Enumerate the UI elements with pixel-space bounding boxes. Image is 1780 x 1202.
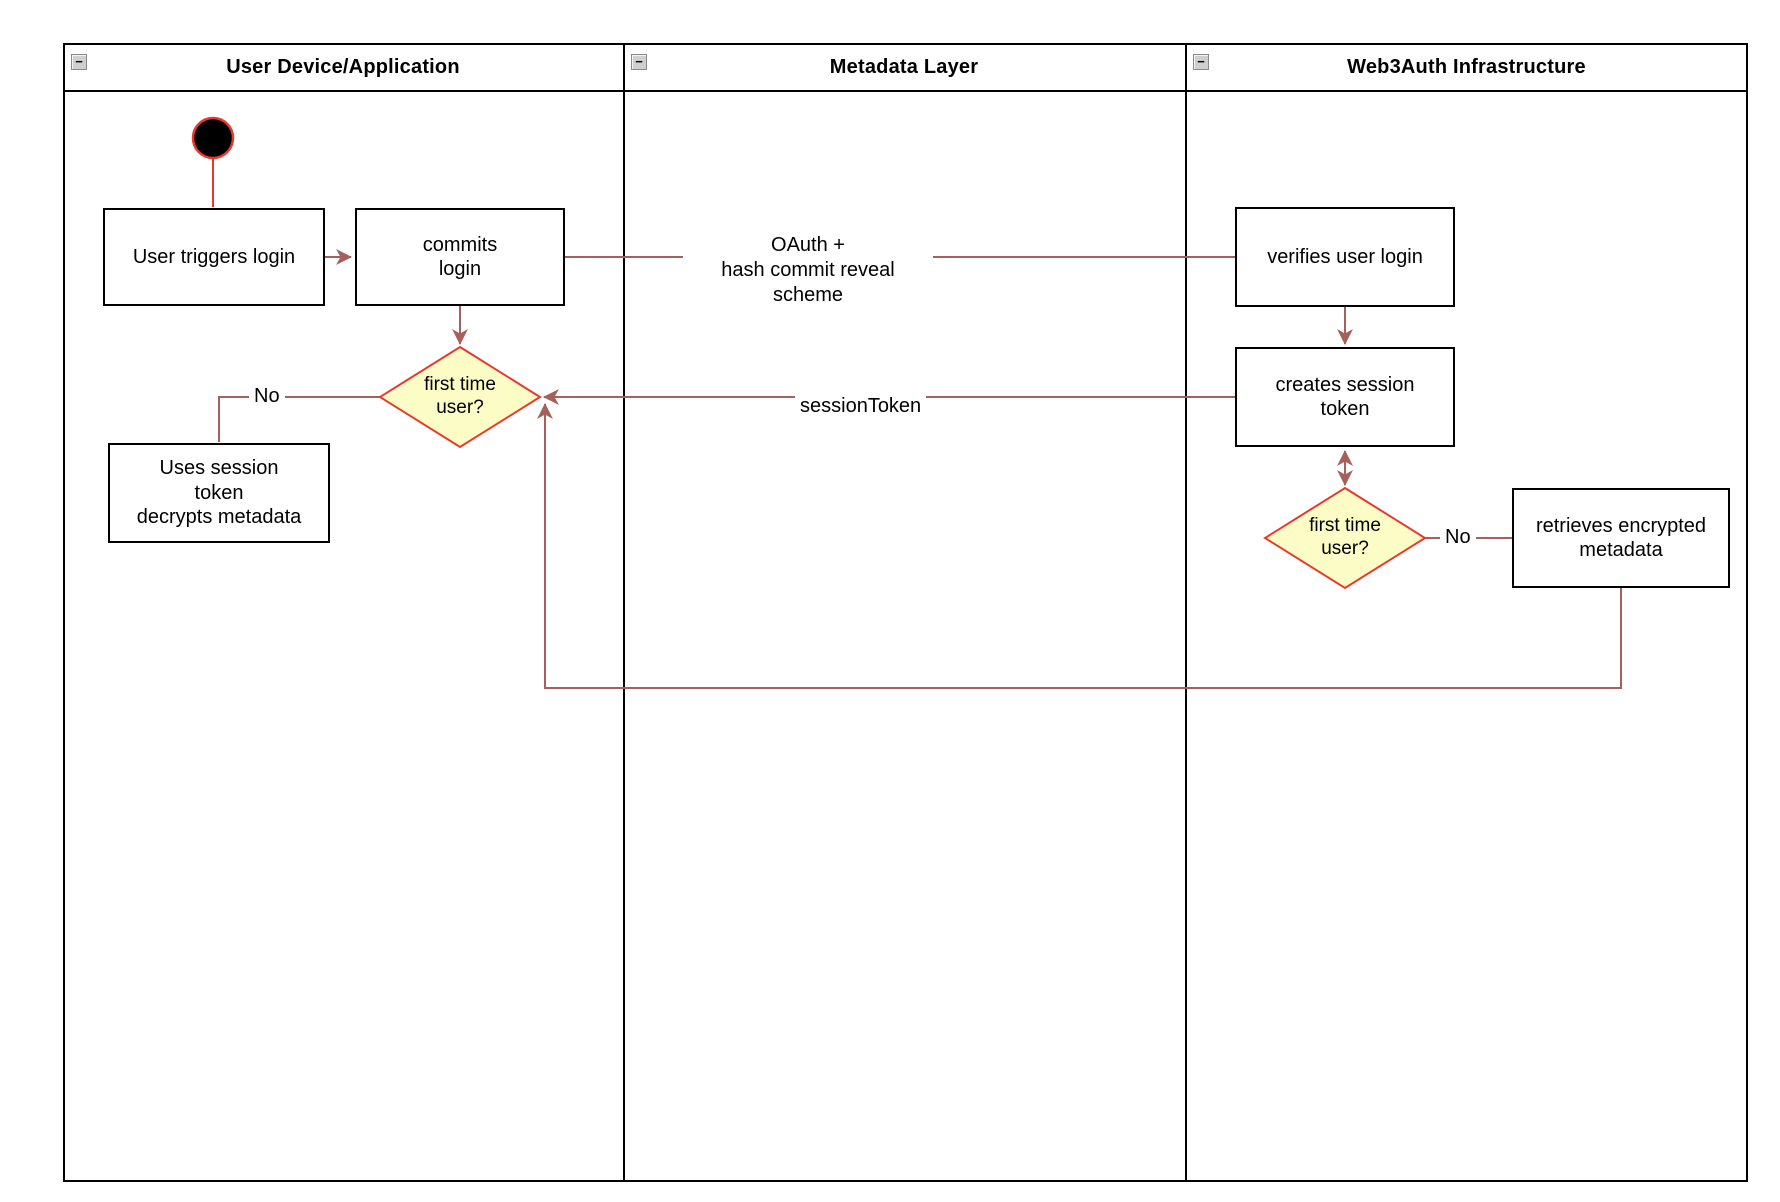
decision-first-time-user-infra[interactable]	[1263, 486, 1427, 590]
collapse-icon[interactable]: −	[71, 54, 87, 70]
action-label: verifies user login	[1267, 245, 1423, 268]
collapse-icon[interactable]: −	[631, 54, 647, 70]
lane-title-user-device: User Device/Application	[226, 55, 460, 78]
action-label: creates session token	[1275, 373, 1415, 420]
lane-title-web3auth: Web3Auth Infrastructure	[1347, 55, 1586, 78]
collapse-icon[interactable]: −	[1193, 54, 1209, 70]
action-label: Uses session token decrypts metadata	[136, 457, 302, 529]
action-label: retrieves encrypted metadata	[1535, 514, 1707, 561]
minus-icon: −	[75, 54, 83, 69]
lane-header-underline	[63, 90, 1748, 92]
lane-header-user-device[interactable]: User Device/Application	[63, 49, 623, 85]
minus-icon: −	[1197, 54, 1205, 69]
lane-header-web3auth[interactable]: Web3Auth Infrastructure	[1185, 49, 1748, 85]
minus-icon: −	[635, 54, 643, 69]
action-label: commits login	[422, 233, 498, 280]
lane-header-metadata-layer[interactable]: Metadata Layer	[623, 49, 1185, 85]
action-user-triggers-login[interactable]: User triggers login	[103, 208, 325, 306]
edge-return-metadata-to-decision	[537, 403, 1622, 689]
action-creates-session-token[interactable]: creates session token	[1235, 347, 1455, 447]
edge-label-session-token: sessionToken	[795, 394, 927, 419]
lane-title-metadata-layer: Metadata Layer	[829, 55, 979, 78]
action-verifies-user-login[interactable]: verifies user login	[1235, 207, 1455, 307]
decision-first-time-user-device[interactable]	[378, 345, 542, 449]
lane-divider-2	[1185, 43, 1187, 1182]
action-commits-login[interactable]: commits login	[355, 208, 565, 306]
edge-label-oauth: OAuth + hash commit reveal scheme	[683, 233, 933, 308]
edge-label-no-device: No	[249, 384, 285, 409]
edge-no-device	[218, 396, 380, 442]
action-retrieves-encrypted-metadata[interactable]: retrieves encrypted metadata	[1512, 488, 1730, 588]
start-node[interactable]	[191, 116, 235, 160]
lane-divider-1	[623, 43, 625, 1182]
edge-label-no-infra: No	[1440, 525, 1476, 550]
swimlane-pool	[63, 43, 1748, 1182]
action-label: User triggers login	[132, 245, 296, 268]
action-uses-session-token[interactable]: Uses session token decrypts metadata	[108, 443, 330, 543]
